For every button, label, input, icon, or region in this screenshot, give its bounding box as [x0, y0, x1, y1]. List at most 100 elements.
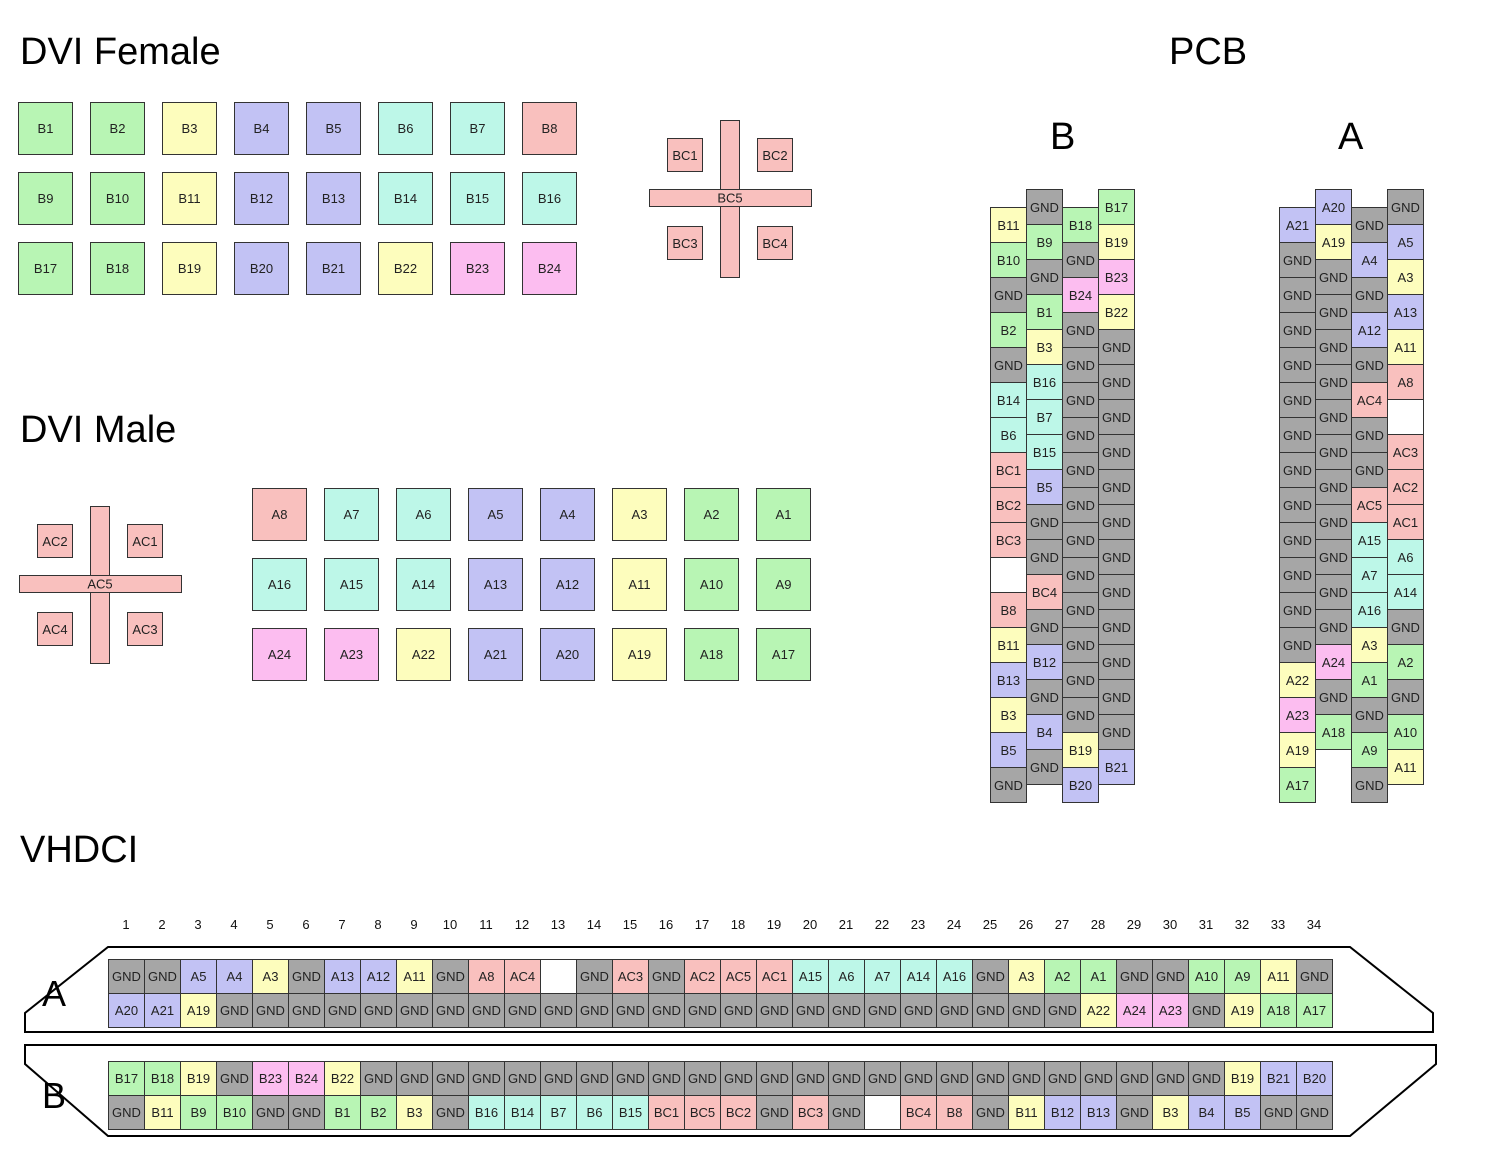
pin-b11: B11 [144, 1095, 181, 1130]
pin-b19: B19 [1062, 732, 1099, 768]
column-number: 12 [514, 917, 530, 932]
pin-b3: B3 [990, 697, 1027, 733]
pin-gnd: GND [1351, 767, 1388, 803]
pin-b11: B11 [990, 627, 1027, 663]
pin-b2: B2 [90, 102, 145, 155]
pin-empty [1387, 399, 1424, 435]
pin-b18: B18 [144, 1061, 181, 1096]
pin-b14: B14 [990, 382, 1027, 418]
pin-bc4: BC4 [900, 1095, 937, 1130]
pin-b17: B17 [108, 1061, 145, 1096]
pin-gnd: GND [1116, 1095, 1153, 1130]
pin-b4: B4 [234, 102, 289, 155]
column-number: 30 [1162, 917, 1178, 932]
pin-a15: A15 [792, 959, 829, 994]
pin-a20: A20 [108, 993, 145, 1028]
column-number: 32 [1234, 917, 1250, 932]
pin-ac3: AC3 [127, 612, 163, 646]
pin-a2: A2 [1387, 644, 1424, 680]
pin-a20: A20 [1315, 189, 1352, 225]
pin-gnd: GND [1279, 452, 1316, 488]
pin-b10: B10 [90, 172, 145, 225]
pin-bc3: BC3 [792, 1095, 829, 1130]
pin-ac4: AC4 [504, 959, 541, 994]
pin-a24: A24 [252, 628, 307, 681]
pin-b2: B2 [360, 1095, 397, 1130]
pin-a24: A24 [1315, 644, 1352, 680]
pcb-a-title: A [1338, 116, 1364, 158]
pin-b22: B22 [324, 1061, 361, 1096]
pin-a3: A3 [1008, 959, 1045, 994]
pin-a11: A11 [1387, 329, 1424, 365]
column-number: 14 [586, 917, 602, 932]
pin-b19: B19 [1224, 1061, 1261, 1096]
pin-a10: A10 [684, 558, 739, 611]
pin-a10: A10 [1188, 959, 1225, 994]
pin-a5: A5 [1387, 224, 1424, 260]
pin-gnd: GND [1315, 329, 1352, 365]
pin-gnd: GND [1098, 364, 1135, 400]
pin-a16: A16 [936, 959, 973, 994]
column-number: 25 [982, 917, 998, 932]
pin-b4: B4 [1026, 714, 1063, 750]
pin-gnd: GND [432, 1095, 469, 1130]
column-number: 8 [374, 917, 382, 932]
column-number: 21 [838, 917, 854, 932]
pin-gnd: GND [1062, 242, 1099, 278]
pin-b3: B3 [1026, 329, 1063, 365]
pin-gnd: GND [468, 1061, 505, 1096]
pin-b22: B22 [378, 242, 433, 295]
pin-gnd: GND [108, 1095, 145, 1130]
pin-gnd: GND [1315, 259, 1352, 295]
pin-b20: B20 [1062, 767, 1099, 803]
pin-b20: B20 [1296, 1061, 1333, 1096]
cross-blade-horizontal [19, 575, 182, 593]
pin-gnd: GND [1279, 347, 1316, 383]
pin-gnd: GND [1026, 679, 1063, 715]
pin-gnd: GND [504, 993, 541, 1028]
pin-bc3: BC3 [667, 226, 703, 260]
pin-a5: A5 [468, 488, 523, 541]
column-number: 19 [766, 917, 782, 932]
column-number: 27 [1054, 917, 1070, 932]
pin-bc1: BC1 [648, 1095, 685, 1130]
pin-gnd: GND [720, 993, 757, 1028]
pin-gnd: GND [1351, 277, 1388, 313]
column-number: 24 [946, 917, 962, 932]
pin-b10: B10 [216, 1095, 253, 1130]
pin-ac3: AC3 [612, 959, 649, 994]
pin-b17: B17 [1098, 189, 1135, 225]
pin-a19: A19 [1315, 224, 1352, 260]
vhdci-row-a-label: A [42, 973, 67, 1014]
pin-gnd: GND [1351, 347, 1388, 383]
pin-ac5: AC5 [720, 959, 757, 994]
pin-a11: A11 [1260, 959, 1297, 994]
pin-ac2: AC2 [684, 959, 721, 994]
pin-gnd: GND [1152, 959, 1189, 994]
pin-gnd: GND [1026, 749, 1063, 785]
pin-b9: B9 [18, 172, 73, 225]
pin-a22: A22 [396, 628, 451, 681]
pin-b24: B24 [288, 1061, 325, 1096]
pin-ac4: AC4 [37, 612, 73, 646]
column-number: 1 [122, 917, 130, 932]
pin-gnd: GND [1279, 312, 1316, 348]
pin-gnd: GND [540, 1061, 577, 1096]
pin-gnd: GND [828, 1095, 865, 1130]
pin-b10: B10 [990, 242, 1027, 278]
pin-a12: A12 [540, 558, 595, 611]
pin-gnd: GND [756, 993, 793, 1028]
pin-b16: B16 [468, 1095, 505, 1130]
pin-gnd: GND [1387, 679, 1424, 715]
pin-a3: A3 [1387, 259, 1424, 295]
pin-gnd: GND [900, 993, 937, 1028]
pin-b5: B5 [306, 102, 361, 155]
pin-gnd: GND [756, 1095, 793, 1130]
pin-gnd: GND [1315, 294, 1352, 330]
pin-b23: B23 [1098, 259, 1135, 295]
pin-gnd: GND [1062, 697, 1099, 733]
pin-a23: A23 [1152, 993, 1189, 1028]
pin-gnd: GND [1351, 697, 1388, 733]
pin-a7: A7 [324, 488, 379, 541]
pin-b23: B23 [450, 242, 505, 295]
